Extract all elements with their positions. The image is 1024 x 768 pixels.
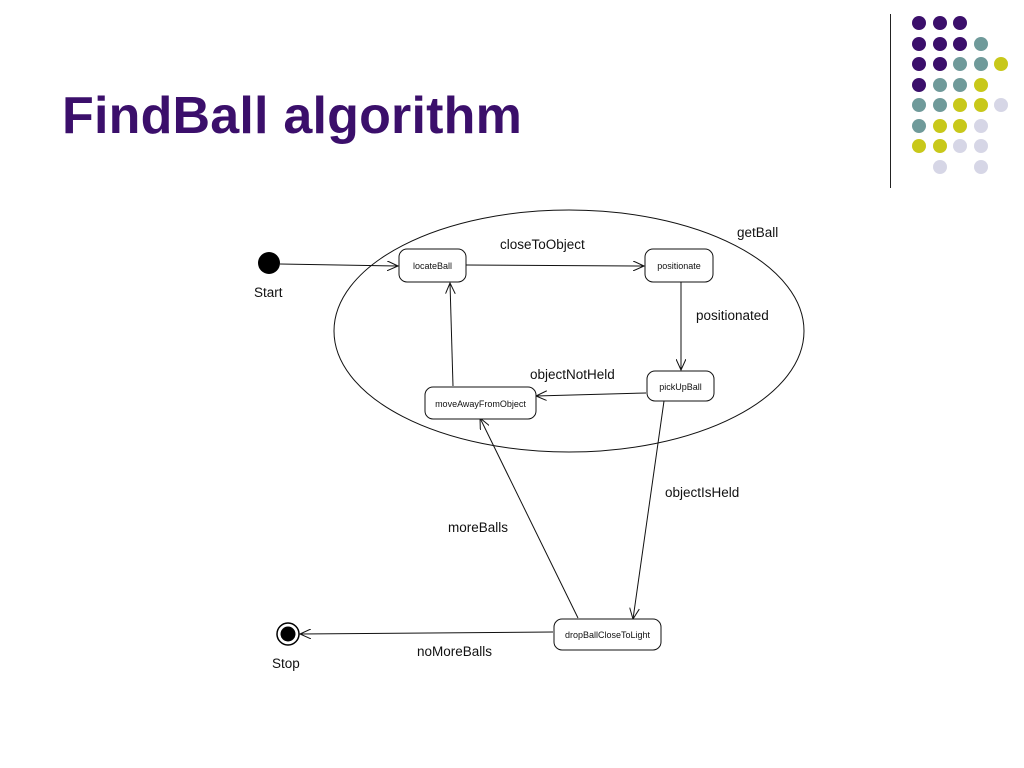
start-node [258, 252, 280, 274]
decorative-dot [912, 57, 926, 71]
decorative-dot [953, 16, 967, 30]
decorative-dot [953, 36, 967, 51]
transition-label-moreballs: moreBalls [448, 520, 508, 535]
state-label-locateball: locateBall [413, 261, 452, 271]
decorative-dot [953, 77, 967, 92]
decorative-dot [973, 36, 988, 51]
decorative-dot [932, 16, 947, 30]
decorative-dot [912, 139, 926, 153]
decorative-dot [932, 98, 947, 112]
transition-label-nomoreballs: noMoreBalls [417, 644, 492, 659]
decorative-dot [912, 98, 926, 112]
decorative-dot [973, 77, 988, 92]
state-locateball [398, 248, 467, 283]
composite-state-label: getBall [737, 225, 778, 240]
state-label-positionate: positionate [657, 261, 701, 271]
decorative-dot [973, 159, 988, 174]
decorative-dot [953, 118, 967, 133]
edge-moreballs [480, 418, 579, 619]
decorative-dot [953, 57, 967, 71]
decorative-dot [932, 159, 947, 174]
start-label: Start [254, 285, 283, 300]
state-label-moveawayfromobject: moveAwayFromObject [435, 399, 526, 409]
edge-nomoreballs [300, 632, 554, 634]
decorative-dot [932, 118, 947, 133]
decorative-dot [912, 16, 926, 30]
state-moveawayfromobject [424, 386, 537, 420]
transition-lines [279, 264, 681, 634]
state-dropballclosetolight [553, 618, 662, 651]
decorative-dot [932, 36, 947, 51]
state-label-dropballclosetolight: dropBallCloseToLight [565, 630, 651, 640]
header-divider [890, 14, 891, 188]
state-pickupball [646, 370, 715, 402]
state-label-pickupball: pickUpBall [659, 382, 702, 392]
decorative-dot [912, 36, 926, 51]
composite-state-getball [333, 209, 805, 453]
edge-start-to-locateball [279, 264, 398, 266]
state-positionate [644, 248, 714, 283]
diagram-panel [256, 206, 804, 688]
decorative-dot [912, 118, 926, 133]
edge-closetoobject [465, 265, 644, 266]
edge-objectnotheld [536, 393, 647, 396]
transition-label-objectnotheld: objectNotHeld [530, 367, 615, 382]
edge-objectisheld [633, 400, 665, 619]
decorative-dot [973, 139, 988, 153]
transition-label-closetoobject: closeToObject [500, 237, 585, 252]
decorative-dot [912, 77, 926, 92]
decorative-dot [932, 139, 947, 153]
stop-label: Stop [272, 656, 300, 671]
transition-label-objectisheld: objectIsHeld [665, 485, 739, 500]
decorative-dot [953, 139, 967, 153]
decorative-dot [994, 57, 1008, 71]
decorative-dot [994, 98, 1008, 112]
decorative-dot [973, 98, 988, 112]
decorative-dot [953, 98, 967, 112]
decorative-dot [932, 77, 947, 92]
stop-node-inner [280, 626, 296, 642]
transition-label-positionated: positionated [696, 308, 769, 323]
edge-moveaway-to-locateball [450, 283, 453, 387]
decorative-dot [973, 57, 988, 71]
decorative-dot [973, 118, 988, 133]
slide-title: FindBall algorithm [62, 87, 523, 145]
decorative-dot [932, 57, 947, 71]
